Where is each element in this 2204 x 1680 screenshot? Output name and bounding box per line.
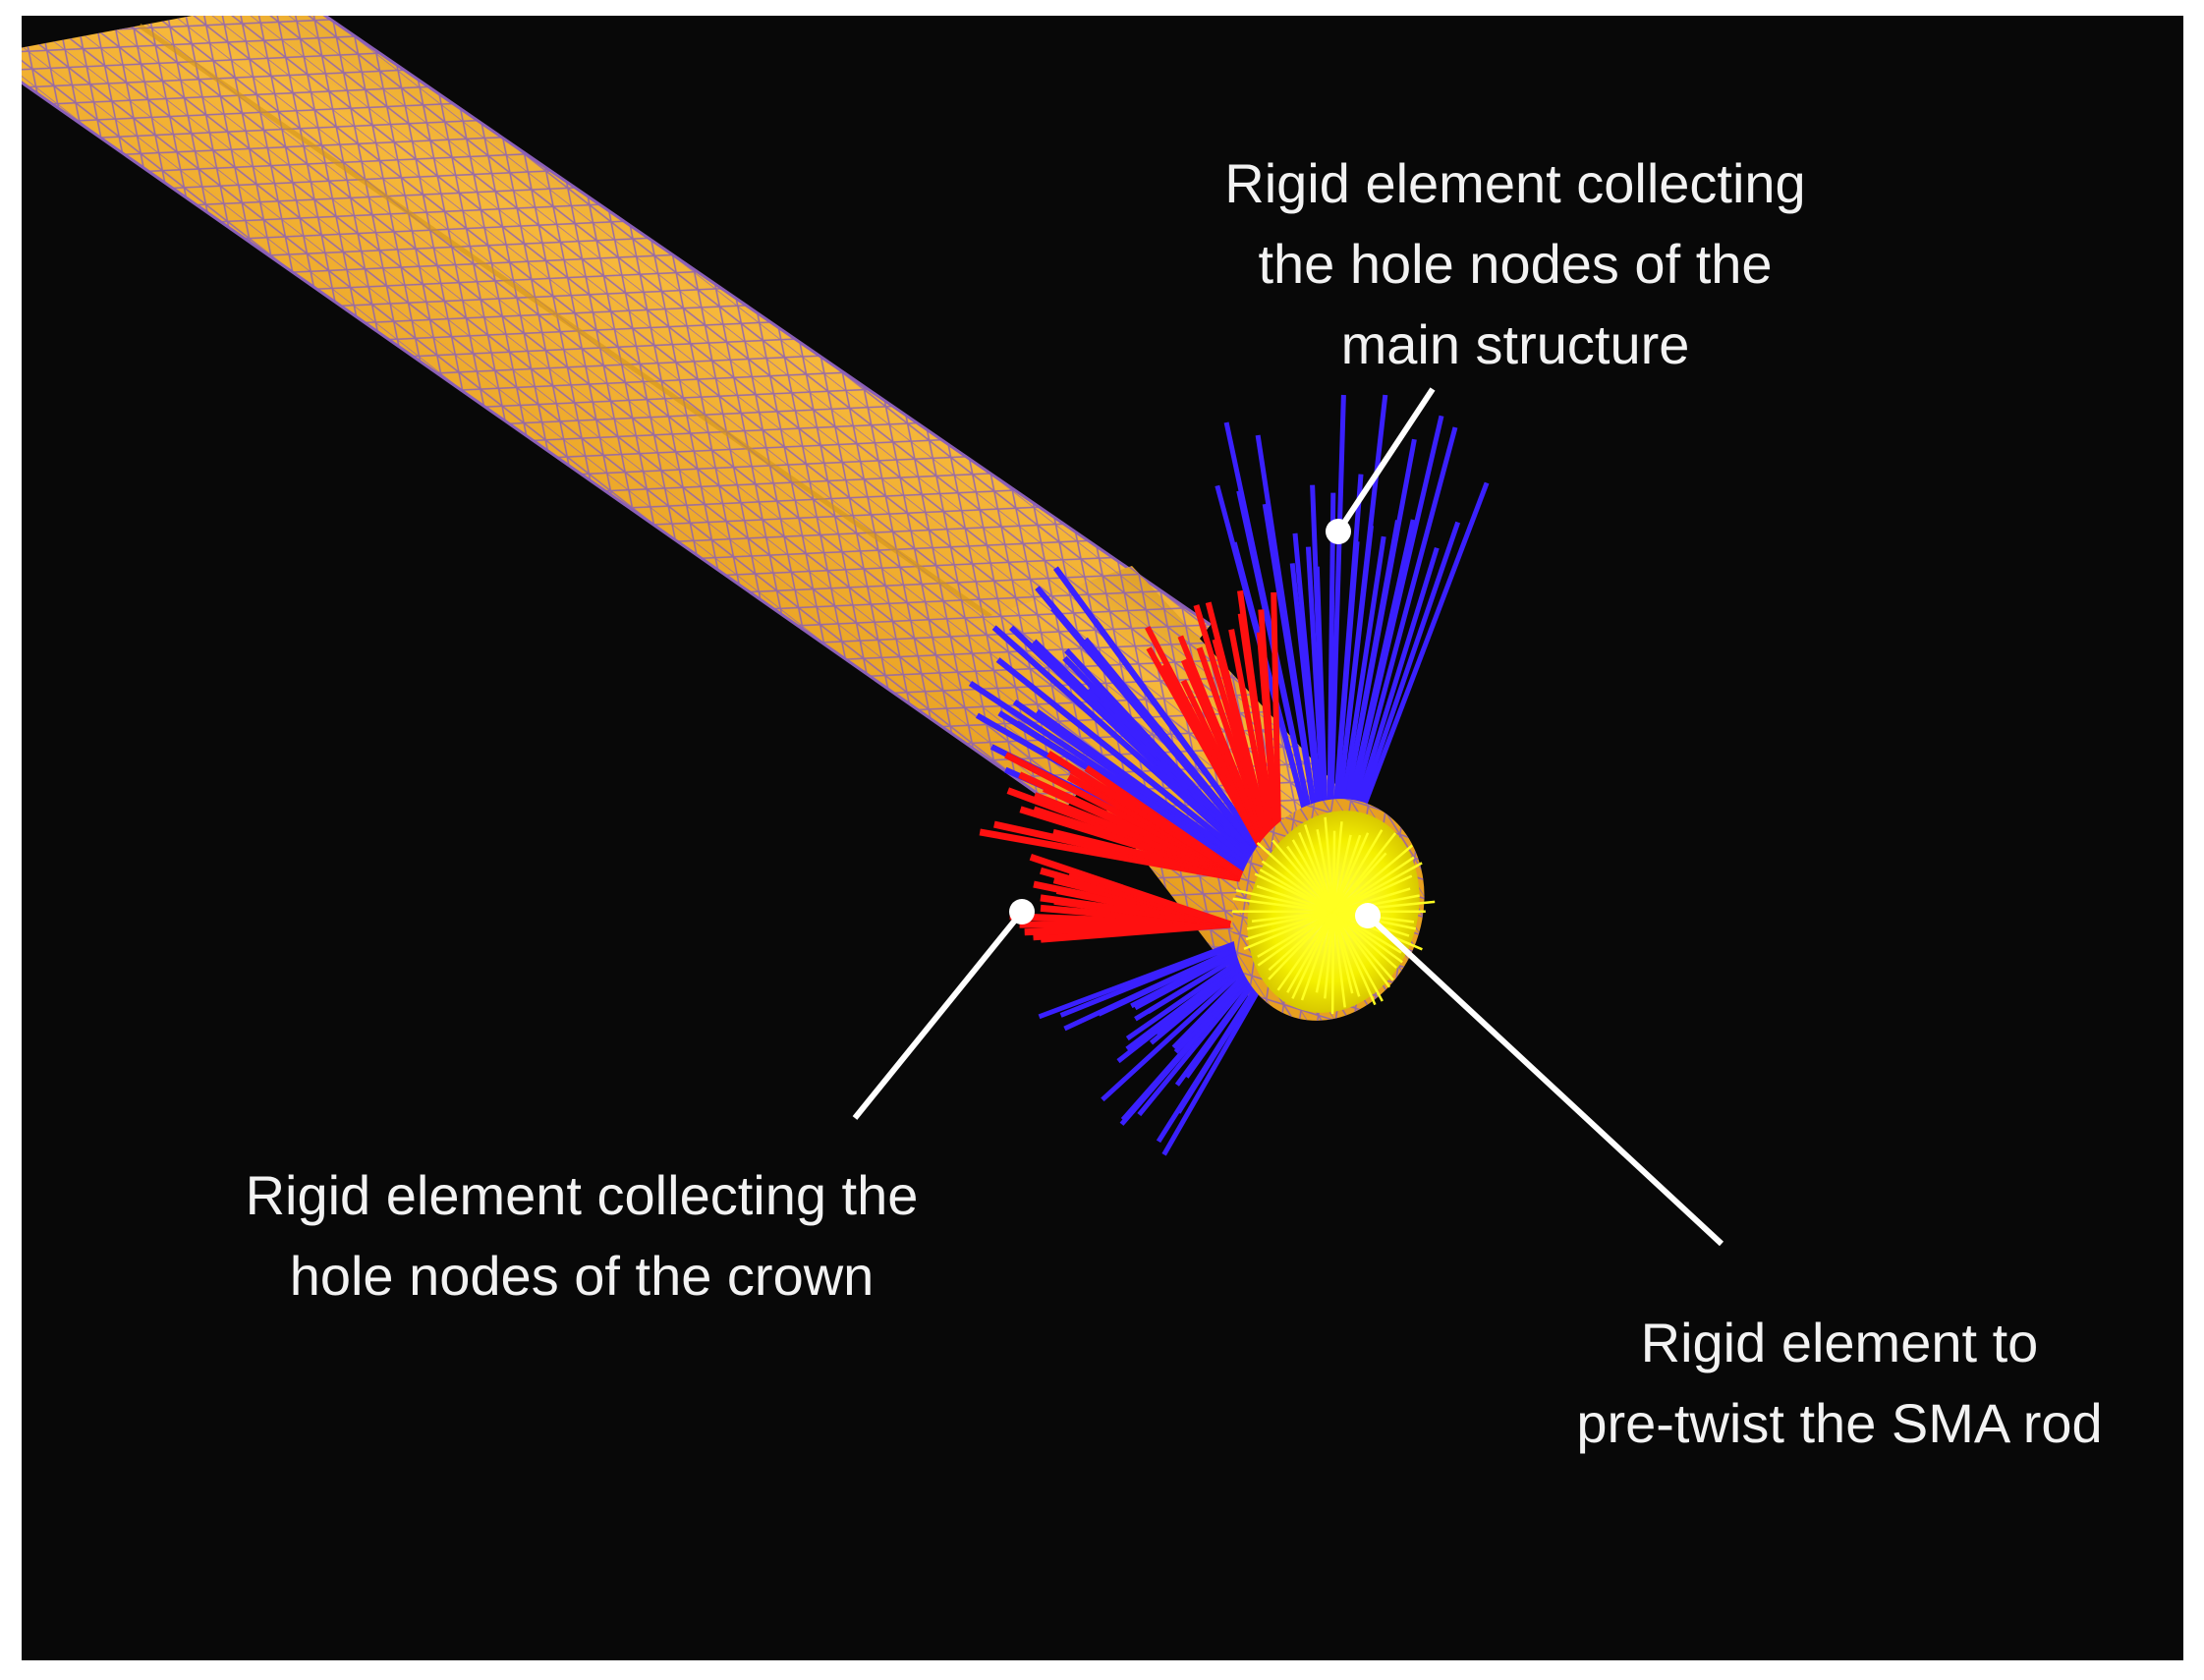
- rigid-spoke-sma-rod: [1332, 900, 1436, 914]
- rigid-spoke-sma-rod: [1243, 910, 1334, 951]
- rigid-spoke-sma-rod: [1332, 852, 1387, 913]
- rigid-spoke-sma-rod: [1332, 874, 1413, 914]
- sma-rod-tip: [1231, 799, 1436, 1021]
- rigid-spoke-sma-rod: [1291, 911, 1335, 999]
- rigid-spoke-sma-rod: [1332, 862, 1423, 914]
- rigid-spoke-sma-rod: [1286, 845, 1335, 913]
- rigid-spoke-crown: [1029, 853, 1232, 928]
- rigid-spoke-sma-rod: [1300, 911, 1335, 1001]
- rigid-spoke-sma-rod: [1315, 911, 1335, 993]
- label-crown: Rigid element collecting the hole nodes …: [179, 1155, 985, 1316]
- rigid-spoke-sma-rod: [1332, 910, 1403, 964]
- rigid-spoke-sma-rod: [1332, 910, 1423, 951]
- rigid-spoke-sma-rod: [1332, 856, 1415, 914]
- leader-line-crown: [852, 910, 1025, 1120]
- label-main-structure: Rigid element collecting the hole nodes …: [1058, 143, 1972, 385]
- rigid-spoke-sma-rod: [1245, 910, 1334, 941]
- label-sma-rod-line-1: Rigid element to: [1640, 1312, 2039, 1373]
- rigid-spoke-sma-rod: [1291, 839, 1335, 913]
- rigid-spoke-sma-rod: [1330, 911, 1335, 1015]
- rigid-spoke-sma-rod: [1331, 829, 1384, 913]
- rigid-spoke-sma-rod: [1331, 834, 1352, 913]
- rigid-spoke-sma-rod: [1276, 911, 1335, 991]
- leader-dot-main-structure: [1326, 519, 1351, 544]
- rigid-spoke-sma-rod: [1286, 911, 1335, 993]
- rigid-element-sma-rod: [1231, 816, 1436, 1015]
- rigid-spoke-sma-rod: [1331, 832, 1370, 913]
- rigid-spoke-sma-rod: [1257, 910, 1334, 967]
- label-sma-rod-line-2: pre-twist the SMA rod: [1576, 1392, 2103, 1454]
- label-sma-rod: Rigid element to pre-twist the SMA rod: [1437, 1303, 2183, 1464]
- rigid-spoke-sma-rod: [1331, 911, 1384, 1002]
- rigid-spoke-sma-rod: [1331, 911, 1377, 1006]
- figure-scene: Rigid element collecting the hole nodes …: [22, 16, 2183, 1660]
- rigid-spoke-sma-rod: [1256, 884, 1334, 914]
- main-structure-tube: [22, 16, 1212, 813]
- rigid-spoke-sma-rod: [1332, 887, 1411, 914]
- label-main-structure-line-2: the hole nodes of the: [1258, 233, 1773, 295]
- label-main-structure-line-3: main structure: [1340, 313, 1690, 375]
- rigid-spoke-sma-rod: [1316, 828, 1335, 913]
- rigid-spoke-sma-rod: [1272, 839, 1334, 913]
- rigid-spoke-sma-rod: [1257, 910, 1334, 958]
- rigid-spoke-sma-rod: [1324, 816, 1335, 913]
- rigid-spoke-sma-rod: [1232, 897, 1334, 914]
- rigid-spoke-sma-rod: [1261, 860, 1334, 914]
- rigid-spoke-sma-rod: [1256, 841, 1334, 913]
- label-crown-line-2: hole nodes of the crown: [289, 1245, 875, 1307]
- rigid-spoke-sma-rod: [1332, 844, 1414, 913]
- fe-model-illustration: [22, 16, 1724, 1247]
- label-crown-line-1: Rigid element collecting the: [245, 1164, 919, 1226]
- rigid-spoke-sma-rod: [1331, 911, 1346, 1008]
- rigid-spoke-sma-rod: [1304, 824, 1335, 913]
- rigid-spoke-sma-rod: [1324, 911, 1335, 999]
- rigid-spoke-sma-rod: [1268, 911, 1334, 972]
- rigid-spoke-crown: [1084, 765, 1252, 883]
- leader-line-main-structure: [1335, 387, 1436, 533]
- leader-dot-sma-rod: [1355, 903, 1381, 928]
- rigid-spoke-sma-rod: [1298, 832, 1335, 913]
- rigid-spoke-sma-rod: [1259, 868, 1334, 914]
- label-main-structure-line-1: Rigid element collecting: [1224, 152, 1806, 214]
- leader-dot-crown: [1009, 899, 1035, 924]
- rigid-spoke-sma-rod: [1331, 911, 1391, 988]
- rigid-spoke-sma-rod: [1331, 821, 1343, 913]
- leader-line-sma-rod: [1365, 913, 1724, 1247]
- rigid-spoke-sma-rod: [1235, 888, 1334, 914]
- rigid-spoke-sma-rod: [1332, 911, 1397, 969]
- rigid-spoke-sma-rod: [1332, 894, 1420, 914]
- leader-lines: [852, 387, 1724, 1247]
- rigid-spoke-sma-rod: [1331, 911, 1354, 994]
- rigid-spoke-sma-rod: [1251, 910, 1334, 924]
